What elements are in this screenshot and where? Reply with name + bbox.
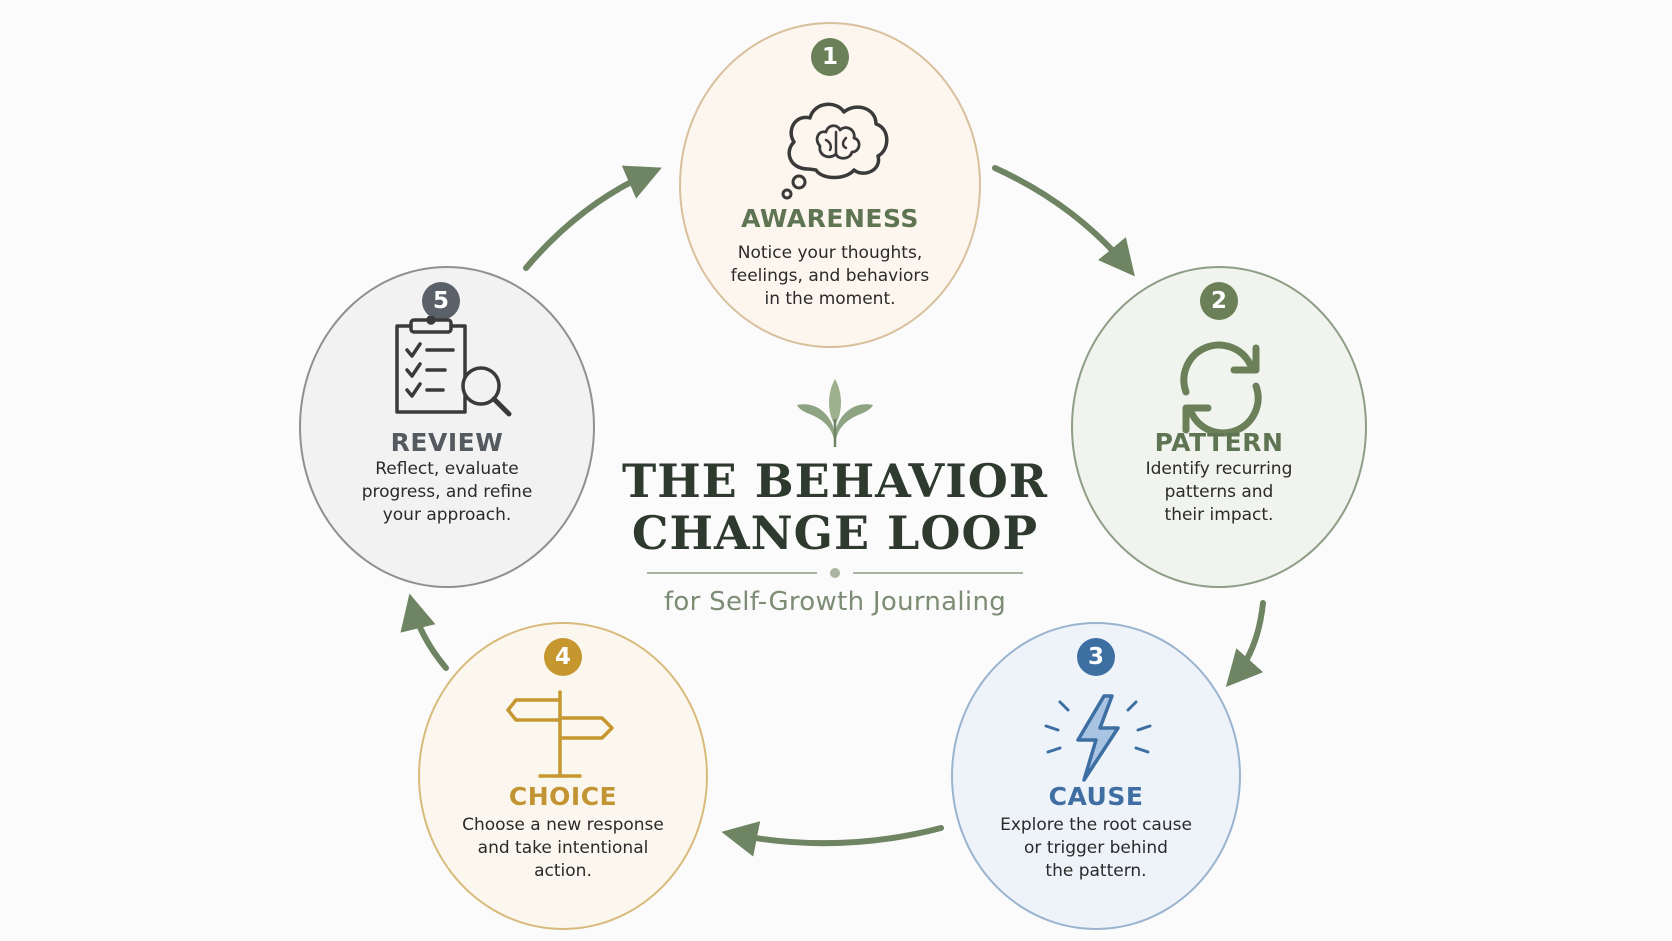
description-line: Choose a new response <box>462 815 664 835</box>
description-line: action. <box>534 861 592 881</box>
diagram-subtitle: for Self-Growth Journaling <box>663 587 1007 617</box>
leaf-sprout-icon <box>797 379 873 447</box>
lightning-bolt-icon <box>1044 694 1152 782</box>
step-number-badge: 2 <box>1200 282 1238 320</box>
step-title: PATTERN <box>1154 428 1284 457</box>
title-divider <box>647 568 1023 578</box>
step-description: Notice your thoughts, feelings, and beha… <box>721 242 939 311</box>
description-line: your approach. <box>382 505 512 525</box>
arrow-pattern-to-cause <box>1225 600 1266 688</box>
description-line: Identify recurring <box>1145 459 1293 479</box>
step-choice: 4 CHOICE Choose a new response and take … <box>418 622 708 930</box>
step-description: Reflect, evaluate progress, and refine y… <box>341 458 553 527</box>
signpost-icon <box>506 690 614 778</box>
step-description: Explore the root cause or trigger behind… <box>973 814 1219 883</box>
description-line: Reflect, evaluate <box>375 459 519 479</box>
arrow-cause-to-choice <box>721 821 944 857</box>
step-cause: 3 CAUSE Explore the root cause or trigge… <box>951 622 1241 930</box>
step-title: REVIEW <box>390 428 504 457</box>
diagram-title: THE BEHAVIOR CHANGE LOOP <box>600 455 1070 559</box>
step-number-badge: 4 <box>544 638 582 676</box>
description-line: and take intentional <box>477 838 649 858</box>
description-line: or trigger behind <box>1024 838 1168 858</box>
step-description: Choose a new response and take intention… <box>440 814 686 883</box>
title-line: CHANGE LOOP <box>631 506 1039 560</box>
arrow-awareness-to-pattern <box>992 165 1135 277</box>
step-review: 5 REVIEW Reflect, evaluate progress, and… <box>299 266 595 588</box>
step-number-badge: 3 <box>1077 638 1115 676</box>
step-title: CHOICE <box>508 782 618 811</box>
description-line: the pattern. <box>1045 861 1147 881</box>
step-pattern: 2 PATTERN Identify recurring patterns an… <box>1071 266 1367 588</box>
description-line: feelings, and behaviors <box>730 266 930 286</box>
step-title: AWARENESS <box>741 204 919 233</box>
step-awareness: 1 AWARENESS Notice your thoughts, feelin… <box>679 22 981 348</box>
description-line: patterns and <box>1164 482 1274 502</box>
description-line: their impact. <box>1164 505 1274 525</box>
step-number-badge: 1 <box>811 38 849 76</box>
step-number-badge: 5 <box>422 282 460 320</box>
title-line: THE BEHAVIOR <box>621 454 1049 508</box>
step-description: Identify recurring patterns and their im… <box>1113 458 1325 527</box>
step-title: CAUSE <box>1048 782 1144 811</box>
clipboard-magnifier-icon <box>395 316 512 417</box>
cycle-arrows-icon <box>1180 341 1262 437</box>
description-line: Explore the root cause <box>1000 815 1192 835</box>
thought-brain-icon <box>781 102 889 200</box>
center-title-block: THE BEHAVIOR CHANGE LOOP for Self-Growth… <box>600 375 1070 635</box>
description-line: Notice your thoughts, <box>737 243 923 263</box>
description-line: in the moment. <box>764 289 896 309</box>
arrow-choice-to-review <box>400 593 449 671</box>
description-line: progress, and refine <box>361 482 533 502</box>
arrow-review-to-awareness <box>523 165 662 271</box>
